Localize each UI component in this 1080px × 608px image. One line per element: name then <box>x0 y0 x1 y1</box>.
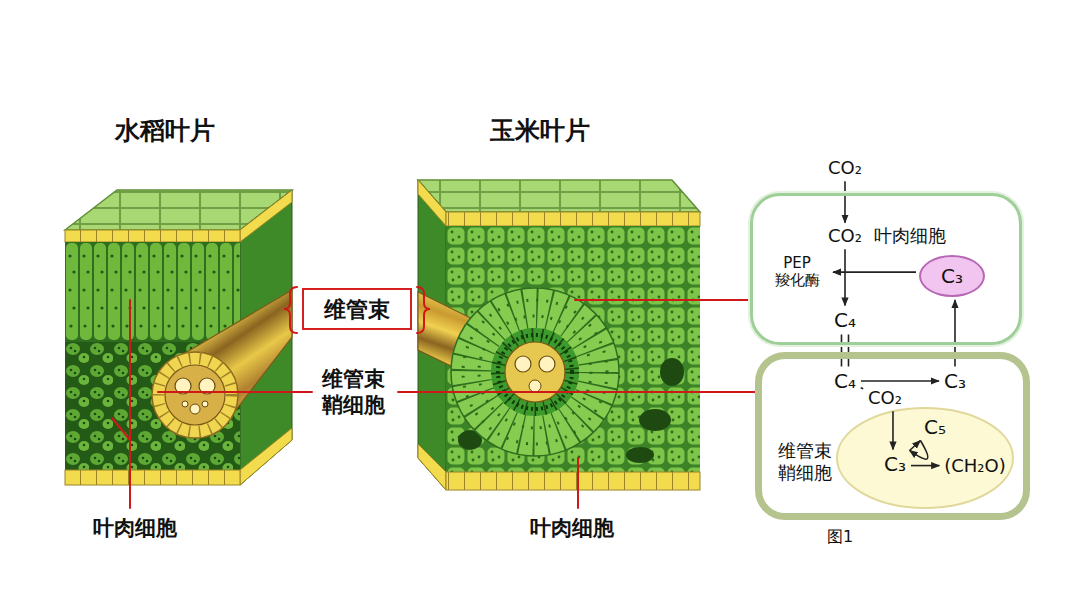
flow-arrow <box>844 249 846 305</box>
term-box: 维管束 <box>302 288 412 331</box>
flow-arrow <box>861 380 939 382</box>
enzyme-label: PEP 羧化酶 <box>764 255 830 290</box>
molecule-label: (CH₂O) <box>942 456 1008 477</box>
rice-leaf-block <box>65 190 292 485</box>
flow-arrow <box>833 271 916 273</box>
molecule-oval: C₃ <box>919 255 985 297</box>
part-label: 叶肉细胞 <box>530 515 614 541</box>
node-text: C₄ <box>834 370 856 393</box>
flow-arrow <box>892 411 894 449</box>
figure-title: 水稻叶片 <box>115 114 215 147</box>
node-text: 维管束 <box>324 295 390 324</box>
figure-title: 玉米叶片 <box>490 114 590 147</box>
leader-lines <box>112 287 755 508</box>
node-text: (CH₂O) <box>944 456 1006 477</box>
cell-name: 维管束 鞘细胞 <box>775 440 834 483</box>
node-text: C₄ <box>834 309 856 332</box>
node-text: CO₂ <box>828 226 862 247</box>
cell-name: 叶肉细胞 <box>774 225 1046 247</box>
part-label: 维管束 鞘细胞 <box>319 366 388 419</box>
mesophyll-cell: 叶肉细胞CO₂PEP 羧化酶C₃C₄ <box>750 193 1022 345</box>
flow-arrow <box>844 181 846 222</box>
node-text: C₃ <box>941 264 963 288</box>
node-text: C₅ <box>924 416 946 439</box>
node-text: CO₂ <box>828 158 862 179</box>
maize-leaf-block <box>418 180 700 490</box>
node-text: C₃ <box>884 453 906 476</box>
molecule-label: CO₂ <box>826 226 864 247</box>
part-label: 叶肉细胞 <box>93 515 177 541</box>
chloroplast-shape <box>837 408 1013 508</box>
molecule-label: C₄ <box>832 370 858 393</box>
flow-arrow <box>910 441 921 451</box>
flow-arrow <box>910 441 928 460</box>
molecule-label: C₄ <box>832 309 858 332</box>
flow-arrow <box>841 335 848 367</box>
flow-arrow <box>861 388 864 389</box>
molecule-label: C₃ <box>882 453 908 476</box>
node-text: PEP 羧化酶 <box>766 255 828 290</box>
molecule-label: CO₂ <box>866 388 904 409</box>
flow-arrow <box>911 465 939 467</box>
node-text: C₃ <box>944 370 966 393</box>
node-text: CO₂ <box>868 388 902 409</box>
molecule-label: C₅ <box>922 416 948 439</box>
figure-caption: 图1 <box>827 527 853 548</box>
molecule-label: C₃ <box>942 370 968 393</box>
bundle-sheath-cell: 维管束 鞘细胞 C₄ C₃ CO₂ C₅ C₃ (CH₂O) <box>755 352 1030 520</box>
molecule-label: CO₂ <box>826 158 864 179</box>
